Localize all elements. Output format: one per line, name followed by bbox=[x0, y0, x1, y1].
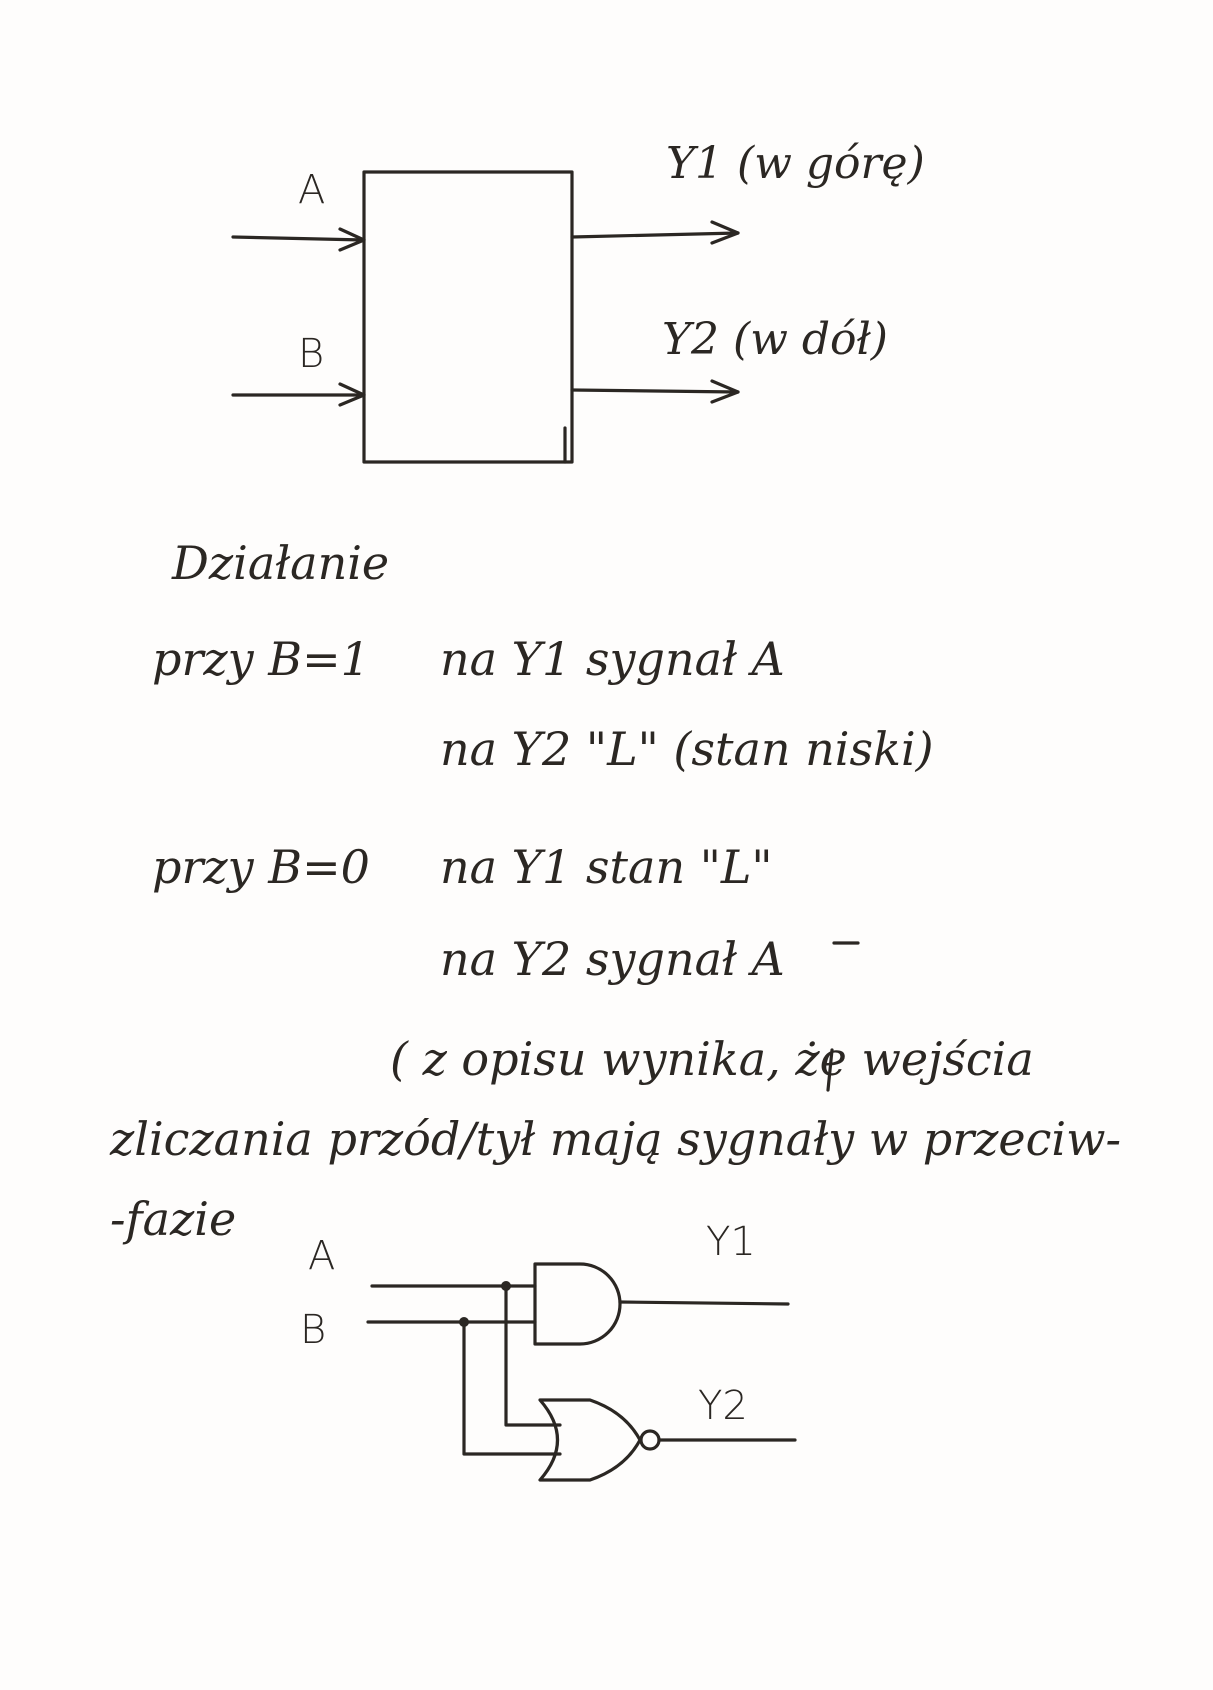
output-y1-arrowhead bbox=[710, 220, 740, 245]
output-y2-line bbox=[570, 388, 740, 394]
branch-a-to-nor bbox=[504, 1284, 562, 1427]
gate-input-b-label: B bbox=[300, 1307, 327, 1353]
gate-input-a-label: A bbox=[308, 1233, 336, 1279]
gate-output-y1-label: Y1 bbox=[706, 1219, 756, 1265]
comma-stroke bbox=[826, 1048, 834, 1092]
branch-b-to-nor bbox=[462, 1320, 562, 1456]
description-heading: Działanie bbox=[172, 536, 390, 590]
gate-output-y2-label: Y2 bbox=[698, 1383, 748, 1429]
gate-diagram bbox=[366, 1262, 797, 1482]
block-output-y2-label: Y2 (w dół) bbox=[662, 314, 888, 365]
and-gate bbox=[533, 1262, 622, 1346]
note-line2: zliczania przód/tył mają sygnały w przec… bbox=[110, 1112, 1122, 1166]
case1-line1: na Y1 sygnał A bbox=[440, 632, 785, 686]
block-input-a-label: A bbox=[298, 167, 326, 213]
case2-line1: na Y1 stan "L" bbox=[440, 840, 773, 894]
case1-condition: przy B=1 bbox=[152, 632, 370, 686]
input-a-arrowhead bbox=[338, 227, 366, 252]
output-y2-arrowhead bbox=[710, 379, 740, 404]
nor-inverter-bubble bbox=[639, 1429, 661, 1451]
output-y1-line bbox=[570, 231, 740, 239]
case2-line2: na Y2 sygnał A bbox=[440, 932, 785, 986]
black-box-block bbox=[362, 170, 574, 464]
nor-gate bbox=[538, 1398, 642, 1482]
note-line3: -fazie bbox=[110, 1192, 237, 1246]
case2-condition: przy B=0 bbox=[152, 840, 370, 894]
input-b-arrowhead bbox=[338, 382, 366, 407]
input-a-line bbox=[231, 235, 366, 242]
block-diagram bbox=[231, 170, 740, 464]
block-output-y1-label: Y1 (w górę) bbox=[666, 138, 925, 189]
block-input-b-label: B bbox=[298, 331, 325, 377]
note-line1: ( z opisu wynika, że wejścia bbox=[390, 1032, 1034, 1086]
and-output-line bbox=[618, 1300, 790, 1306]
case1-line2: na Y2 "L" (stan niski) bbox=[440, 722, 934, 776]
